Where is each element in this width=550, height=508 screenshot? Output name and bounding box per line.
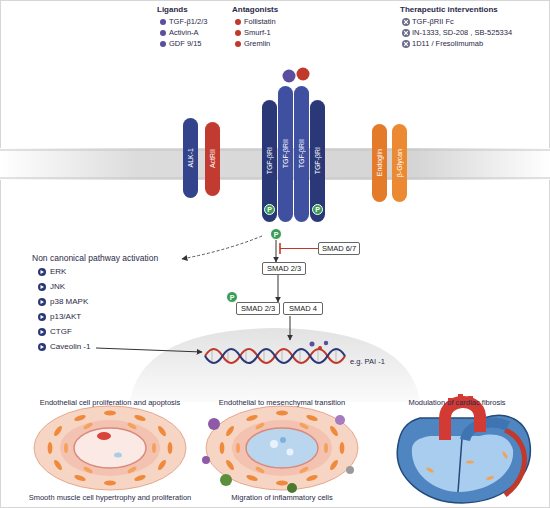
protein-label: Endoglin bbox=[376, 149, 383, 176]
intervention-icon bbox=[402, 29, 410, 37]
dashed-arrow bbox=[182, 236, 262, 259]
protein-box: SMAD 6/7 bbox=[318, 242, 360, 255]
legend-swatch bbox=[235, 19, 241, 25]
phospho-circle: P bbox=[264, 204, 275, 215]
arrow-connector bbox=[276, 240, 277, 262]
protein-label: ALK-1 bbox=[187, 148, 194, 167]
receptor-bar: Endoglin bbox=[372, 124, 387, 202]
effect-label: Modulation of cardiac fibrosis bbox=[408, 399, 505, 407]
receptor-bar: β-Glycan bbox=[392, 124, 407, 202]
phospho-label: P bbox=[315, 206, 320, 213]
receptor-bar: ActRII bbox=[205, 122, 220, 196]
vessel-cross-section bbox=[202, 406, 358, 493]
legend-text: IN-1333, SD-208 , SB-525334 bbox=[412, 29, 512, 37]
phospho-circle: P bbox=[270, 228, 282, 240]
phospho-label: P bbox=[274, 231, 279, 238]
legend-swatch bbox=[235, 41, 241, 47]
pathway-item: ERK bbox=[50, 268, 66, 277]
protein-label: SMAD 4 bbox=[289, 305, 317, 313]
protein-box: SMAD 2/3 bbox=[236, 302, 280, 315]
pathway-heading: Non canonical pathway activation bbox=[32, 254, 158, 263]
receptor-bar: TGF-βRII bbox=[278, 86, 293, 222]
section-heading: Ligands bbox=[157, 6, 188, 15]
legend-text: Follistatin bbox=[244, 18, 276, 26]
protein-label: β-Glycan bbox=[396, 149, 403, 177]
pathway-item: JNK bbox=[50, 283, 65, 292]
legend-text: GDF 9/15 bbox=[169, 40, 202, 48]
pathway-item: p38 MAPK bbox=[50, 298, 88, 307]
legend-swatch bbox=[160, 30, 166, 36]
bullet-icons bbox=[38, 268, 46, 351]
legend-swatch bbox=[160, 41, 166, 47]
pathway-item: p13/AKT bbox=[50, 313, 81, 322]
phospho-label: P bbox=[230, 294, 235, 301]
inhibition-line bbox=[280, 243, 318, 254]
receptor-bar: TGF-βRI P bbox=[310, 100, 325, 222]
arrow bbox=[290, 316, 291, 340]
protein-label: SMAD 2/3 bbox=[241, 305, 275, 313]
protein-label: TGF-βRI bbox=[266, 147, 273, 174]
protein-label: SMAD 6/7 bbox=[322, 245, 356, 253]
dna-helix bbox=[205, 341, 345, 363]
legend-text: TGF-βRII Fc bbox=[412, 18, 454, 26]
legend-text: Gremlin bbox=[244, 40, 270, 48]
legend-swatch bbox=[235, 30, 241, 36]
protein-label: TGF-βRII bbox=[282, 139, 289, 168]
legend-text: 1D11 / Fresolimumab bbox=[412, 40, 483, 48]
protein-label: SMAD 2/3 bbox=[267, 265, 301, 273]
gene-label: e.g. PAI -1 bbox=[350, 358, 385, 366]
nucleus bbox=[130, 328, 420, 402]
protein-label: TGF-βRII bbox=[298, 139, 305, 168]
vessel-cross-section bbox=[34, 406, 186, 490]
receptor-bar: TGF-βRII bbox=[294, 86, 309, 222]
intervention-icon bbox=[402, 40, 410, 48]
ligand-balls bbox=[283, 68, 310, 83]
arrow-connector bbox=[278, 275, 279, 302]
legend-text: Activin-A bbox=[169, 29, 199, 37]
phospho-circle: P bbox=[312, 204, 323, 215]
protein-box: SMAD 2/3 bbox=[262, 262, 306, 275]
protein-label: TGF-βRI bbox=[314, 147, 321, 174]
phospho-label: P bbox=[267, 206, 272, 213]
protein-label: ActRII bbox=[209, 149, 216, 168]
legend-text: Smurf-1 bbox=[244, 29, 271, 37]
heart bbox=[397, 394, 530, 503]
effect-label: Endothelial to mesenchymal transition bbox=[219, 399, 345, 407]
effect-label: Migration of inflammatory cells bbox=[231, 494, 332, 502]
intervention-icon bbox=[402, 18, 410, 26]
section-heading: Antagonists bbox=[232, 6, 278, 15]
effect-label: Smooth muscle cell hypertrophy and proli… bbox=[29, 494, 192, 502]
legend-swatch bbox=[160, 19, 166, 25]
legend-text: TGF-β1/2/3 bbox=[169, 18, 208, 26]
phospho-circle: P bbox=[226, 291, 238, 303]
effect-label: Endothelial cell proliferation and apopt… bbox=[40, 399, 181, 407]
receptor-bar: TGF-βRI P bbox=[262, 100, 277, 222]
pathway-item: CTGF bbox=[50, 328, 72, 337]
arrow bbox=[96, 348, 202, 352]
pathway-item: Caveolin -1 bbox=[50, 343, 90, 352]
section-heading: Therapeutic interventions bbox=[400, 6, 498, 15]
protein-box: SMAD 4 bbox=[283, 302, 323, 315]
receptor-bar: ALK-1 bbox=[183, 118, 198, 198]
